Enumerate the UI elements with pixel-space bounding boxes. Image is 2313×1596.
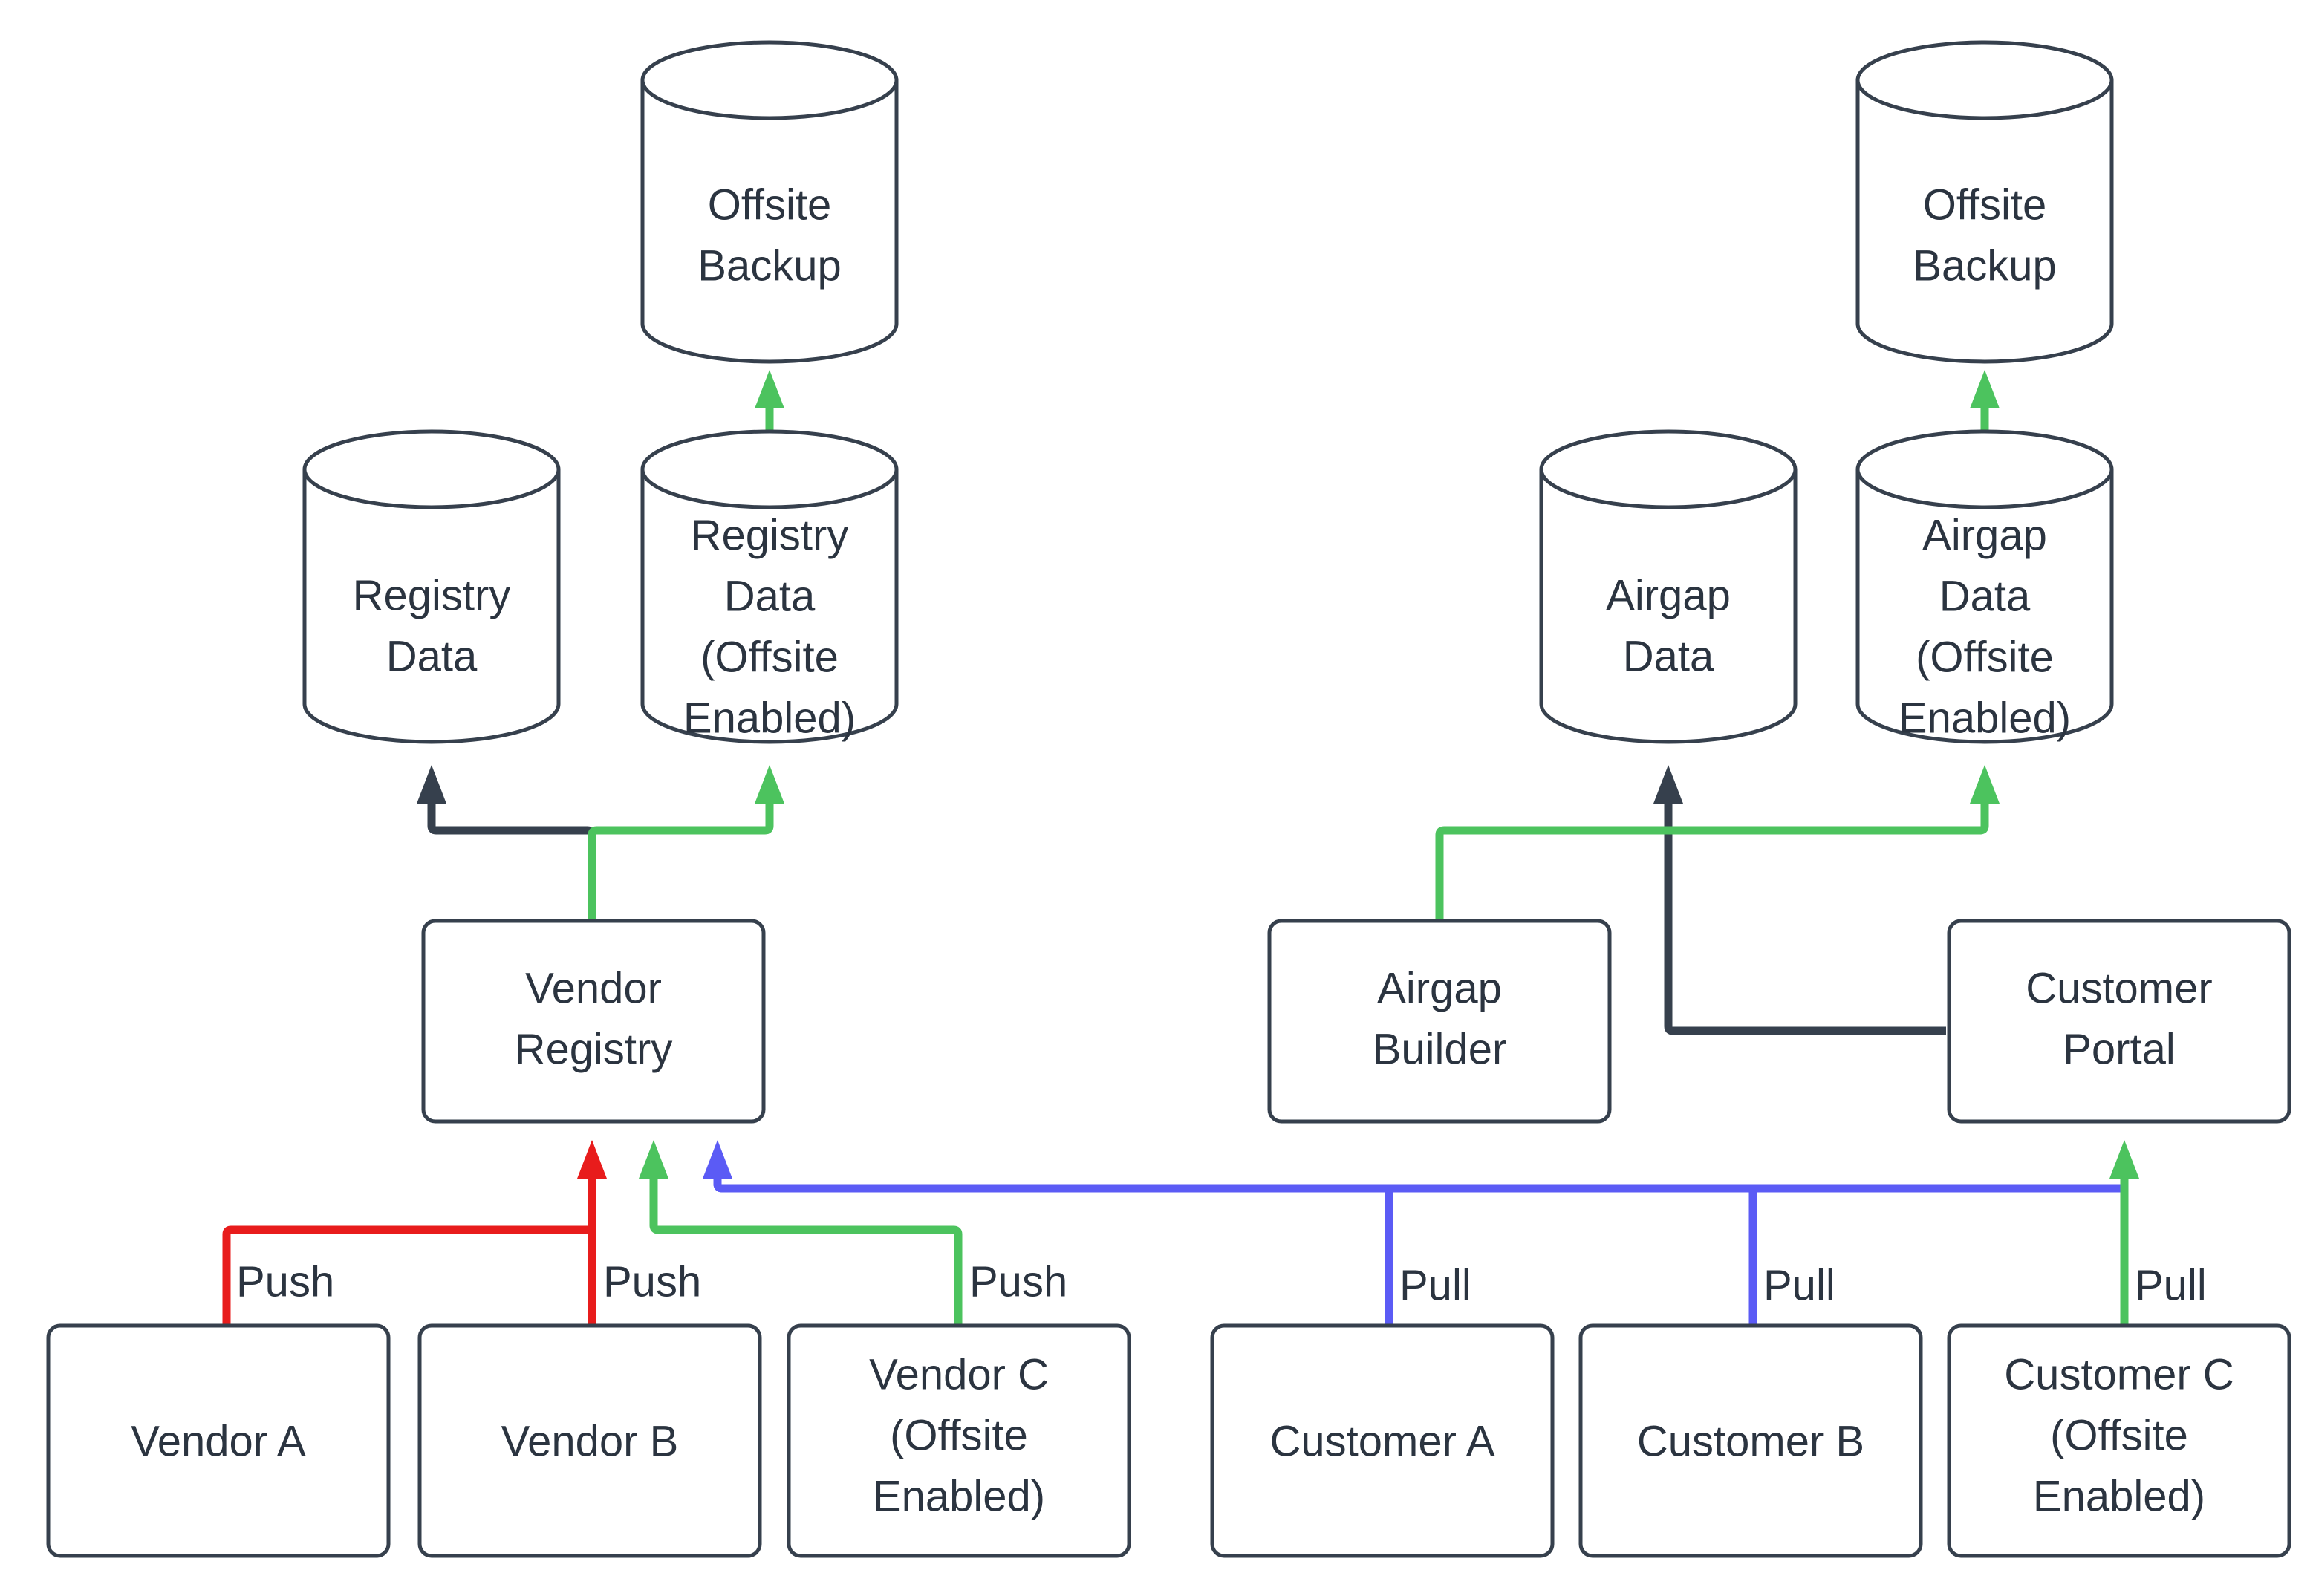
- airgap-data-line2: Data: [1623, 632, 1714, 680]
- vendor-c-line1: Vendor C: [869, 1350, 1049, 1398]
- edge-label-vendor-c-push: Push: [969, 1257, 1067, 1306]
- registry-data-line2: Data: [386, 632, 478, 680]
- node-airgap-builder[interactable]: Airgap Builder: [1267, 919, 1612, 1124]
- node-vendor-registry[interactable]: Vendor Registry: [421, 919, 766, 1124]
- customer-b-label: Customer B: [1637, 1417, 1864, 1465]
- edge-label-vendor-b-push: Push: [603, 1257, 701, 1306]
- edge-label-vendor-a-push: Push: [236, 1257, 334, 1306]
- airgap-data-offsite-line3: (Offsite: [1916, 633, 2054, 681]
- customer-c-line3: Enabled): [2033, 1472, 2205, 1520]
- airgap-data-offsite-line1: Airgap: [1922, 511, 2047, 559]
- customer-portal-line2: Portal: [2063, 1025, 2176, 1073]
- edge-customer-c-to-customer-portal: [1748, 1140, 2139, 1326]
- airgap-data-offsite-line2: Data: [1939, 572, 2031, 620]
- node-customer-portal[interactable]: Customer Portal: [1947, 919, 2291, 1124]
- customer-c-line2: (Offsite: [2050, 1411, 2188, 1459]
- node-customer-a[interactable]: Customer A: [1210, 1323, 1555, 1558]
- customer-a-label: Customer A: [1270, 1417, 1495, 1465]
- airgap-data-line1: Airgap: [1606, 571, 1731, 619]
- edge-vendor-registry-to-registry-data: [417, 765, 596, 841]
- node-airgap-data[interactable]: Airgap Data: [1539, 429, 1798, 744]
- registry-data-line1: Registry: [353, 571, 511, 619]
- airgap-builder-line1: Airgap: [1377, 964, 1502, 1012]
- customer-portal-line1: Customer: [2026, 964, 2212, 1012]
- node-vendor-b[interactable]: Vendor B: [417, 1323, 762, 1558]
- offsite-backup-right-line2: Backup: [1913, 241, 2056, 290]
- node-offsite-backup-right[interactable]: Offsite Backup: [1855, 40, 2114, 364]
- registry-data-offsite-line2: Data: [724, 572, 816, 620]
- node-airgap-data-offsite[interactable]: Airgap Data (Offsite Enabled): [1855, 429, 2114, 744]
- edge-vendor-registry-to-registry-data-offsite: [588, 765, 784, 921]
- node-offsite-backup-left[interactable]: Offsite Backup: [640, 40, 899, 364]
- vendor-c-line2: (Offsite: [890, 1411, 1028, 1459]
- edge-label-customer-c-pull: Pull: [2135, 1261, 2207, 1309]
- edge-label-customer-b-pull: Pull: [1763, 1261, 1835, 1309]
- edge-vendor-c-to-vendor-registry: [639, 1140, 963, 1326]
- node-vendor-c[interactable]: Vendor C (Offsite Enabled): [787, 1323, 1131, 1558]
- node-registry-data-offsite[interactable]: Registry Data (Offsite Enabled): [640, 429, 899, 744]
- vendor-b-label: Vendor B: [501, 1417, 679, 1465]
- node-vendor-a[interactable]: Vendor A: [46, 1323, 391, 1558]
- vendor-c-line3: Enabled): [873, 1472, 1045, 1520]
- registry-data-offsite-line3: (Offsite: [700, 633, 839, 681]
- vendor-a-label: Vendor A: [131, 1417, 306, 1465]
- offsite-backup-left-line2: Backup: [697, 241, 841, 290]
- offsite-backup-right-line1: Offsite: [1923, 180, 2047, 229]
- registry-data-offsite-line1: Registry: [691, 511, 849, 559]
- edge-customer-b-to-vendor-registry: [713, 1166, 1757, 1326]
- node-customer-b[interactable]: Customer B: [1578, 1323, 1923, 1558]
- registry-data-offsite-line4: Enabled): [683, 694, 856, 742]
- edge-airgap-builder-to-airgap-data-offsite: [1435, 765, 2000, 921]
- offsite-backup-left-line1: Offsite: [708, 180, 832, 229]
- edge-label-customer-a-pull: Pull: [1399, 1261, 1471, 1309]
- edge-customer-portal-to-airgap-data: [1653, 765, 1946, 1035]
- node-registry-data[interactable]: Registry Data: [302, 429, 561, 744]
- vendor-registry-line2: Registry: [515, 1025, 673, 1073]
- airgap-builder-line2: Builder: [1373, 1025, 1507, 1073]
- airgap-data-offsite-line4: Enabled): [1899, 694, 2071, 742]
- customer-c-line1: Customer C: [2004, 1350, 2234, 1398]
- node-customer-c[interactable]: Customer C (Offsite Enabled): [1947, 1323, 2291, 1558]
- vendor-registry-line1: Vendor: [525, 964, 662, 1012]
